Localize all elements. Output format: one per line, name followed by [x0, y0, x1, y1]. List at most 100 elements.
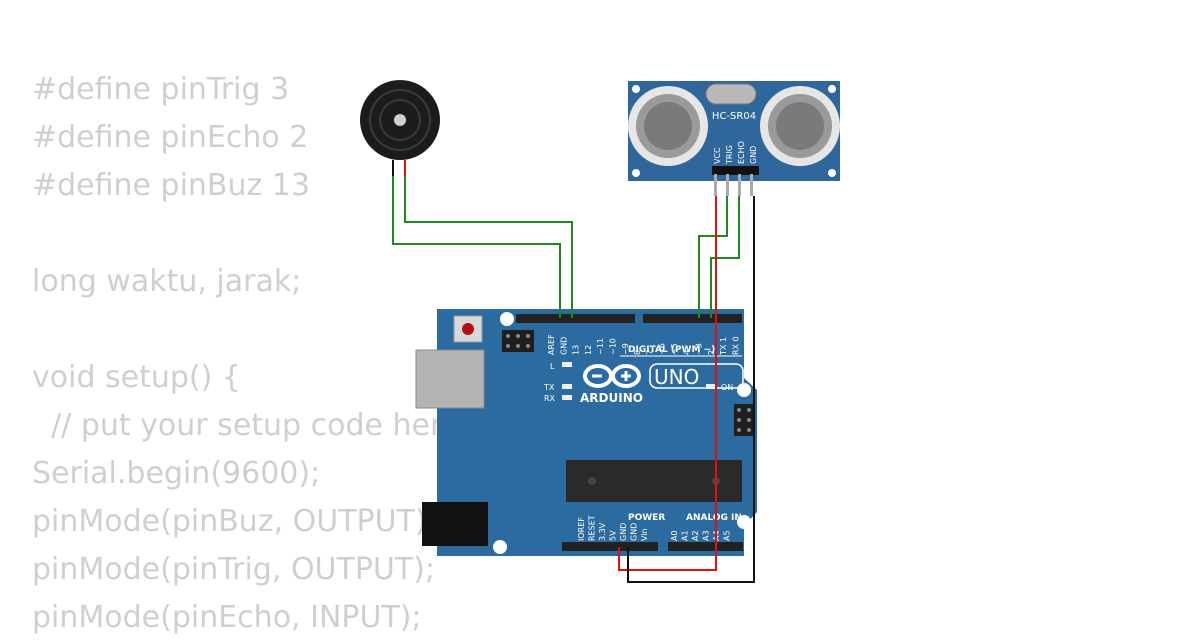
code-line: pinMode(pinTrig, OUTPUT);	[32, 552, 436, 587]
wire-buzzer-pin13[interactable]	[404, 176, 573, 318]
digital-header-left	[516, 314, 635, 323]
board-brand-label: ARDUINO	[580, 391, 643, 405]
pin-label: AREF	[547, 334, 556, 355]
led-tx-label: TX	[543, 383, 555, 392]
code-line: Serial.begin(9600);	[32, 456, 321, 491]
led-on	[706, 384, 716, 389]
code-line: pinMode(pinBuz, OUTPUT);	[32, 504, 437, 539]
buzzer-ring	[369, 89, 431, 151]
code-line: #define pinBuz 13	[32, 168, 310, 203]
wire-trig-pin3[interactable]	[698, 196, 728, 318]
sensor-mount-hole	[632, 85, 640, 93]
pin-label: 8	[633, 350, 642, 355]
sensor-mount-hole	[828, 85, 836, 93]
sensor-pin-label: VCC	[713, 147, 722, 164]
code-line: long waktu, jarak;	[32, 264, 302, 299]
sensor-pin-label: TRIG	[725, 145, 734, 165]
pin-label: ~3	[695, 343, 704, 355]
pin-label: A3	[702, 530, 711, 541]
pin-label: 3.3V	[598, 522, 607, 541]
pin-label: TX 1	[719, 337, 728, 356]
pin-label: ~11	[596, 338, 605, 355]
led-l	[562, 362, 572, 367]
pin-label: 4	[682, 350, 691, 355]
pin-label: 5V	[609, 530, 618, 541]
power-section-label: POWER	[628, 513, 665, 523]
sensor-pin-label: ECHO	[737, 141, 746, 164]
sensor-pin-vcc[interactable]	[714, 174, 717, 196]
code-editor-text: #define pinTrig 3 #define pinEcho 2 #defin…	[32, 66, 460, 642]
analog-header	[668, 542, 743, 551]
pin-label: GND	[559, 337, 568, 355]
chip-notch	[588, 477, 596, 485]
uno-badge	[649, 363, 744, 389]
digital-header-right	[643, 314, 742, 323]
board-mount-hole	[737, 515, 751, 529]
pin-label: RESET	[588, 515, 597, 541]
pin-label: ~5	[670, 343, 679, 355]
led-rx-label: RX	[544, 394, 556, 403]
board-mount-hole	[500, 312, 514, 326]
pin-label: 7	[645, 350, 654, 355]
sensor-mount-hole	[828, 169, 836, 177]
icsp-header-right	[734, 404, 754, 436]
sensor-model-label: HC-SR04	[712, 111, 756, 122]
wire-buzzer-gnd[interactable]	[392, 176, 561, 318]
code-line: // put your setup code here	[32, 408, 461, 443]
buzzer-center	[394, 114, 406, 126]
pin-label: 13	[572, 345, 581, 355]
code-line: #define pinEcho 2	[32, 120, 309, 155]
power-jack[interactable]	[422, 502, 488, 546]
wire-gnd[interactable]	[627, 196, 755, 583]
wire-echo-pin2[interactable]	[710, 196, 740, 318]
led-l-label: L	[550, 362, 555, 371]
pin-label: Vin	[640, 528, 649, 541]
pin-label: A5	[723, 530, 732, 541]
pin-label: 2	[707, 350, 716, 355]
analog-section-label: ANALOG IN	[686, 513, 742, 523]
code-line: void setup() {	[32, 360, 241, 395]
pin-label: ~10	[609, 338, 618, 355]
icsp-header	[502, 330, 534, 352]
sensor-transducer-left-core	[644, 102, 692, 150]
sensor-pin-gnd[interactable]	[750, 174, 753, 196]
power-header	[562, 542, 658, 551]
ultrasonic-sensor[interactable]: HC-SR04 VCC TRIG ECHO GND	[628, 81, 840, 196]
code-line: pinMode(pinEcho, INPUT);	[32, 600, 422, 635]
wire-vcc-5v[interactable]	[618, 196, 717, 571]
pin-label: ~6	[658, 343, 667, 355]
led-tx	[562, 384, 572, 389]
arduino-logo-icon	[583, 364, 641, 388]
board-mount-hole	[737, 383, 751, 397]
sensor-crystal	[705, 83, 757, 105]
buzzer-ring-inner	[379, 99, 421, 141]
sensor-pin-echo[interactable]	[738, 174, 741, 196]
board-mount-hole	[493, 540, 507, 554]
wires	[392, 176, 755, 583]
board-model-label: UNO	[654, 365, 699, 389]
pin-label: 12	[584, 345, 593, 355]
code-line: #define pinTrig 3	[32, 72, 290, 107]
sensor-mount-hole	[632, 169, 640, 177]
pin-label: A1	[681, 530, 690, 541]
pin-label: A0	[670, 530, 679, 541]
pin-label: ~9	[621, 343, 630, 355]
pin-label: GND	[619, 523, 628, 541]
sensor-pin-trig[interactable]	[726, 174, 729, 196]
pin-label: A2	[691, 530, 700, 541]
usb-connector[interactable]	[415, 349, 485, 409]
digital-section-label: DIGITAL (PWM ~)	[628, 345, 715, 355]
buzzer[interactable]	[360, 80, 440, 176]
led-rx	[562, 395, 572, 400]
pin-label: GND	[630, 523, 639, 541]
pin-label: RX 0	[732, 336, 741, 355]
pin-label: IOREF	[577, 517, 586, 541]
reset-button-cap[interactable]	[462, 323, 474, 335]
sensor-header	[712, 166, 759, 175]
sensor-transducer-right-core	[776, 102, 824, 150]
sensor-pin-label: GND	[749, 146, 758, 164]
